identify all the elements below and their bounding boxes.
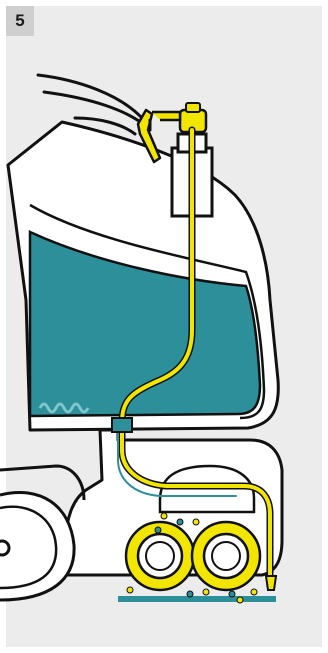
hose-fitting [112, 418, 132, 432]
squeegee [266, 576, 276, 590]
scrub-brush-right [192, 522, 260, 590]
floor-strip [118, 596, 276, 602]
handlebar [38, 75, 148, 134]
filler-cap [152, 103, 206, 132]
front-wheel [0, 492, 74, 600]
